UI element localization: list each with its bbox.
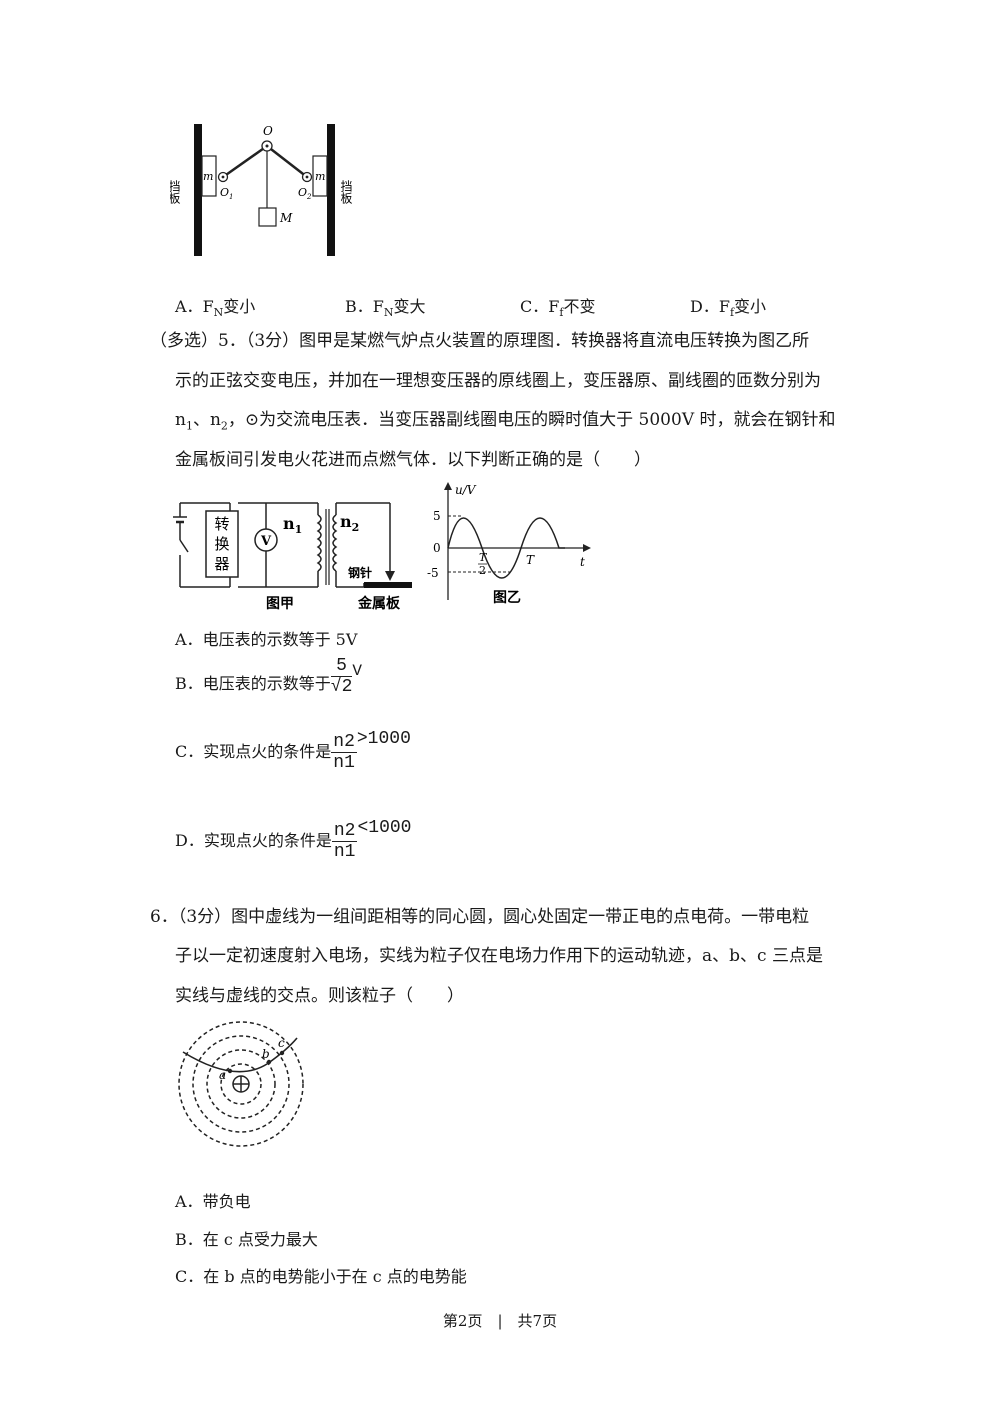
q4-figure: 挡板 挡板 m m O O1 O2 M xyxy=(170,124,353,256)
voltmeter xyxy=(254,528,278,552)
right-wall-label: 挡板 xyxy=(339,180,353,205)
svg-text:-5: -5 xyxy=(427,566,439,580)
svg-text:2: 2 xyxy=(479,564,486,577)
q5-stem-line-4: 金属板间引发电火花进而点燃气体．以下判断正确的是（ ） xyxy=(175,450,651,470)
left-wall xyxy=(194,124,202,256)
svg-text:器: 器 xyxy=(214,555,229,573)
q5-figure-jia: 转 换 器 V n1 n2 钢针 金属板 图甲 xyxy=(173,502,412,612)
q6-stem-line-2: 子以一定初速度射入电场，实线为粒子仅在电场力作用下的运动轨迹，a、b、c 三点是 xyxy=(175,946,823,966)
svg-text:5: 5 xyxy=(433,509,441,523)
q4-option-c[interactable]: C．Ff不变 xyxy=(520,297,596,320)
svg-text:换: 换 xyxy=(214,535,229,553)
hanging-mass xyxy=(258,207,277,227)
svg-text:金属板: 金属板 xyxy=(357,595,401,612)
q5-stem-line-2: 示的正弦交变电压，并加在一理想变压器的原线圈上，变压器原、副线圈的匝数分别为 xyxy=(175,371,821,391)
q6-stem-line-1: 6．（3分）图中虚线为一组间距相等的同心圆，圆心处固定一带正电的点电荷。一带电粒 xyxy=(150,907,810,927)
svg-text:m: m xyxy=(315,170,325,183)
q6-option-b[interactable]: B．在 c 点受力最大 xyxy=(175,1230,318,1249)
svg-text:V: V xyxy=(260,534,272,549)
trajectory xyxy=(182,1037,298,1073)
page-footer: 第2页 | 共7页 xyxy=(442,1312,558,1330)
svg-text:n2: n2 xyxy=(340,512,359,534)
svg-text:O2: O2 xyxy=(298,186,312,201)
svg-text:c: c xyxy=(278,1036,285,1050)
q4-option-a[interactable]: A．FN变小 xyxy=(175,297,256,320)
svg-text:n1: n1 xyxy=(283,514,302,536)
svg-text:转: 转 xyxy=(214,515,229,533)
q4-option-d[interactable]: D．Ff变小 xyxy=(690,297,767,320)
q5-option-a[interactable]: A．电压表的示数等于 5V xyxy=(175,630,358,649)
svg-text:a: a xyxy=(219,1068,226,1082)
svg-text:t: t xyxy=(580,555,585,569)
metal-plate xyxy=(364,582,412,588)
svg-text:T: T xyxy=(479,551,488,564)
left-wall-label: 挡板 xyxy=(170,180,181,205)
svg-text:O: O xyxy=(263,124,273,138)
svg-text:钢针: 钢针 xyxy=(348,565,372,580)
q6-stem-line-3: 实线与虚线的交点。则该粒子（ ） xyxy=(175,986,464,1006)
q6-option-c[interactable]: C．在 b 点的电势能小于在 c 点的电势能 xyxy=(175,1267,467,1286)
left-block xyxy=(201,155,217,197)
svg-text:M: M xyxy=(279,211,293,225)
q6-figure: a b c xyxy=(178,1021,304,1147)
right-block xyxy=(312,155,328,197)
q4-option-b[interactable]: B．FN变大 xyxy=(345,297,426,320)
q5-figure-yi: u/V 5 0 -5 T 2 T t 图乙 xyxy=(427,482,591,606)
right-wall xyxy=(327,124,335,256)
svg-text:u/V: u/V xyxy=(455,483,477,497)
converter-box xyxy=(205,510,239,578)
q5-stem-line-1: （多选）5．（3分）图甲是某燃气炉点火装置的原理图．转换器将直流电压转换为图乙所 xyxy=(150,331,810,351)
svg-text:m: m xyxy=(203,170,213,183)
svg-text:O1: O1 xyxy=(220,186,234,201)
svg-text:b: b xyxy=(262,1047,270,1061)
svg-text:0: 0 xyxy=(433,541,441,555)
svg-text:图乙: 图乙 xyxy=(493,590,521,606)
svg-text:图甲: 图甲 xyxy=(266,596,294,612)
q6-option-a[interactable]: A．带负电 xyxy=(175,1192,251,1211)
svg-text:T: T xyxy=(526,553,535,567)
q5-stem-line-3: n1、n2，⊙为交流电压表．当变压器副线圈电压的瞬时值大于 5000V 时，就会… xyxy=(175,410,836,433)
